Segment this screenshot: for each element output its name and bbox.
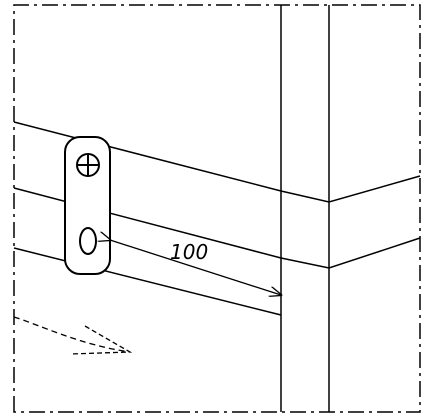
dimension-label: 100 xyxy=(170,240,208,264)
slot-hole-icon xyxy=(79,227,97,255)
upper-beam-top-edge xyxy=(13,121,421,203)
motion-arrow-upper xyxy=(69,325,133,355)
frame-boundary xyxy=(13,4,421,413)
dimension-arrow xyxy=(110,240,281,295)
screw-icon xyxy=(76,153,100,177)
upper-beam-mid-edge xyxy=(13,187,421,269)
motion-arrow xyxy=(13,316,131,353)
